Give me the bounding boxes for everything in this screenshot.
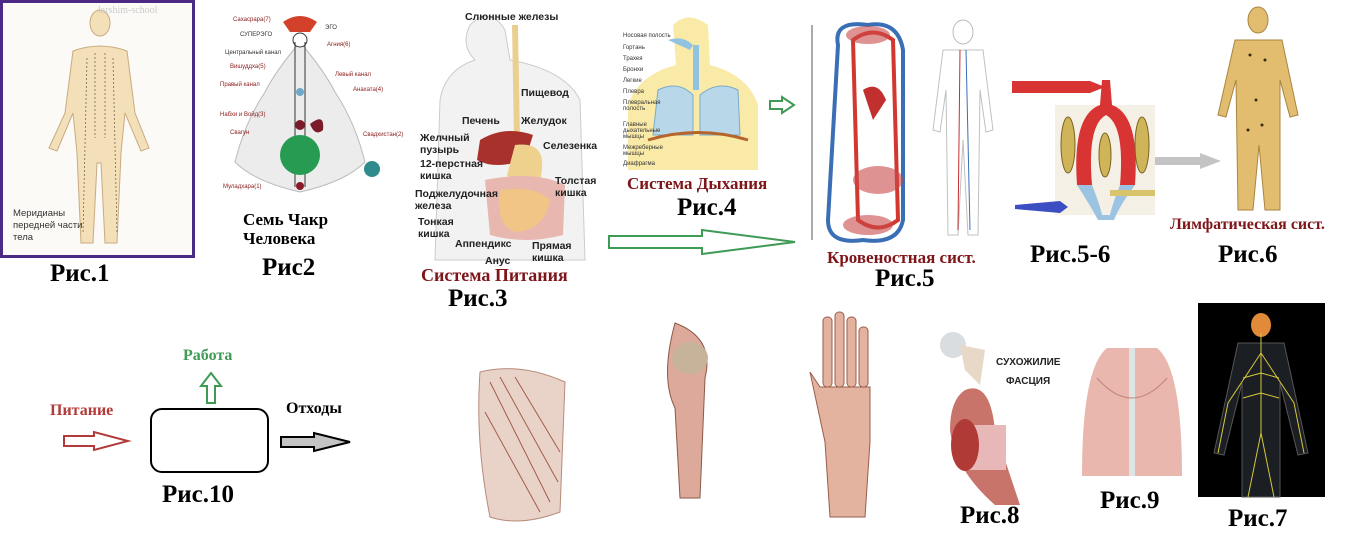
organ-label: Желчный пузырь [420, 132, 470, 156]
fig2-chakras-image: Сахасрара(7) СУПЕРЭГО ЭГО Агния(6) Центр… [215, 12, 403, 202]
fig7-caption: Рис.7 [1228, 505, 1288, 532]
organ-label: Главные дыхательные мышцы [623, 122, 661, 140]
organ-label: Толстая кишка [555, 175, 597, 199]
human-body-front-icon [48, 9, 150, 244]
hand-muscles-image [809, 311, 871, 518]
watermark: larshim-school [98, 5, 158, 16]
organ-label: 12-перстная кишка [420, 158, 484, 182]
process-box [150, 408, 269, 473]
chakra-label: Агния(6) [327, 42, 351, 48]
meridians-text: Меридианы передней части тела [13, 208, 83, 243]
fig2-title-line2: Человека [243, 229, 316, 248]
chakra-label: Вишуддха(5) [230, 64, 266, 70]
organ-label: Печень [462, 115, 500, 127]
chakra-label: Сахасрара(7) [233, 17, 271, 23]
fig4-caption: Рис.4 [677, 194, 737, 221]
fig9-caption: Рис.9 [1100, 487, 1160, 514]
fig1-meridians-image: larshim-school Меридианы передней части … [0, 0, 195, 258]
organ-label: Селезенка [543, 140, 598, 152]
fig10-caption: Рис.10 [162, 481, 235, 508]
organ-label: Желудок [521, 115, 567, 127]
organ-label: Гортань [623, 45, 645, 51]
fig3-caption: Рис.3 [448, 285, 508, 312]
lymphatic-system-icon [1217, 6, 1299, 211]
work-label: Работа [183, 347, 233, 364]
fig3-digestive-image: Слюнные железы Пищевод Печень Желудок Же… [415, 0, 605, 270]
up-arrow-icon [198, 371, 224, 404]
gray-arrow-icon [1155, 153, 1221, 169]
chakra-label: Анахата(4) [353, 87, 384, 93]
fig4-title: Система Дыхания [627, 174, 768, 193]
fig5-circulatory-image [808, 10, 1003, 245]
organ-label: Бронхи [623, 67, 644, 73]
chakra-label: Муладхара(1) [223, 184, 262, 190]
fascia-label: ФАСЦИЯ [1006, 376, 1051, 387]
fig5-title: Кровеностная сист. [827, 248, 976, 267]
fig1-caption: Рис.1 [50, 260, 110, 287]
long-green-arrow-icon [608, 228, 796, 256]
fig4-respiratory-image: Носовая полость Гортань Трахея Бронхи Ле… [608, 15, 773, 170]
chakra-label: Центральный канал [225, 50, 282, 56]
organ-label: Пищевод [521, 87, 569, 99]
organ-label: Анус [485, 255, 511, 267]
fig56-caption: Рис.5-6 [1030, 241, 1111, 268]
fig7-nervous-system-image [1198, 303, 1325, 498]
nervous-system-icon [1213, 313, 1309, 498]
fig9-back-muscles-image [1082, 348, 1182, 476]
organ-label: Легкие [623, 78, 642, 84]
chakra-label: Свагун [230, 130, 250, 136]
fig6-lymphatic-image [1190, 5, 1325, 217]
organ-label: Слюнные железы [465, 11, 559, 23]
organ-label: Носовая полость [623, 33, 671, 39]
chakra-label: ЭГО [325, 25, 337, 31]
organ-label: Тонкая кишка [418, 216, 454, 240]
waste-label: Отходы [286, 400, 342, 417]
organ-label: Прямая кишка [532, 240, 572, 264]
fig8-muscle-structure-image [940, 332, 1020, 505]
chakra-label: СУПЕРЭГО [240, 32, 273, 38]
meditating-figure-icon [234, 16, 380, 193]
organ-label: Диафрагма [623, 161, 656, 167]
capillary-bed-icon [1012, 80, 1155, 220]
fig6-title: Лимфатическая сист. [1170, 216, 1325, 233]
waste-arrow-icon [280, 431, 351, 453]
fig6-caption: Рис.6 [1218, 241, 1278, 268]
organ-label: Плевральная полость [623, 100, 661, 112]
chakra-label: Правый канал [220, 82, 260, 88]
fig2-title: Семь Чакр Человека [243, 210, 328, 248]
small-green-arrow-icon [769, 95, 796, 115]
input-arrow-icon [63, 430, 132, 452]
leg-muscles-image [667, 322, 708, 499]
fig2-caption: Рис2 [262, 254, 316, 281]
organ-label: Аппендикс [455, 238, 512, 250]
organ-label: Трахея [623, 56, 643, 62]
organ-label: Межреберные мышцы [623, 145, 663, 157]
abdominal-muscles-image [478, 368, 566, 522]
chakra-label: Набхи и Войд(3) [220, 112, 266, 118]
chakra-label: Левый канал [335, 72, 372, 78]
chakra-label: Свадхистан(2) [363, 132, 404, 138]
input-label: Питание [50, 402, 114, 419]
fig2-title-line1: Семь Чакр [243, 210, 329, 229]
organ-label: Плевра [623, 89, 645, 95]
fig8-caption: Рис.8 [960, 502, 1020, 529]
organ-label: Поджелудочная железа [415, 188, 498, 212]
circulatory-system-icon [811, 19, 994, 243]
fig56-capillary-image [1010, 75, 1155, 225]
digestive-system-icon [434, 15, 586, 261]
lungs-icon [628, 17, 758, 170]
tendon-label: СУХОЖИЛИЕ [996, 357, 1061, 368]
fig3-title: Система Питания [421, 265, 568, 285]
fig5-caption: Рис.5 [875, 265, 935, 292]
